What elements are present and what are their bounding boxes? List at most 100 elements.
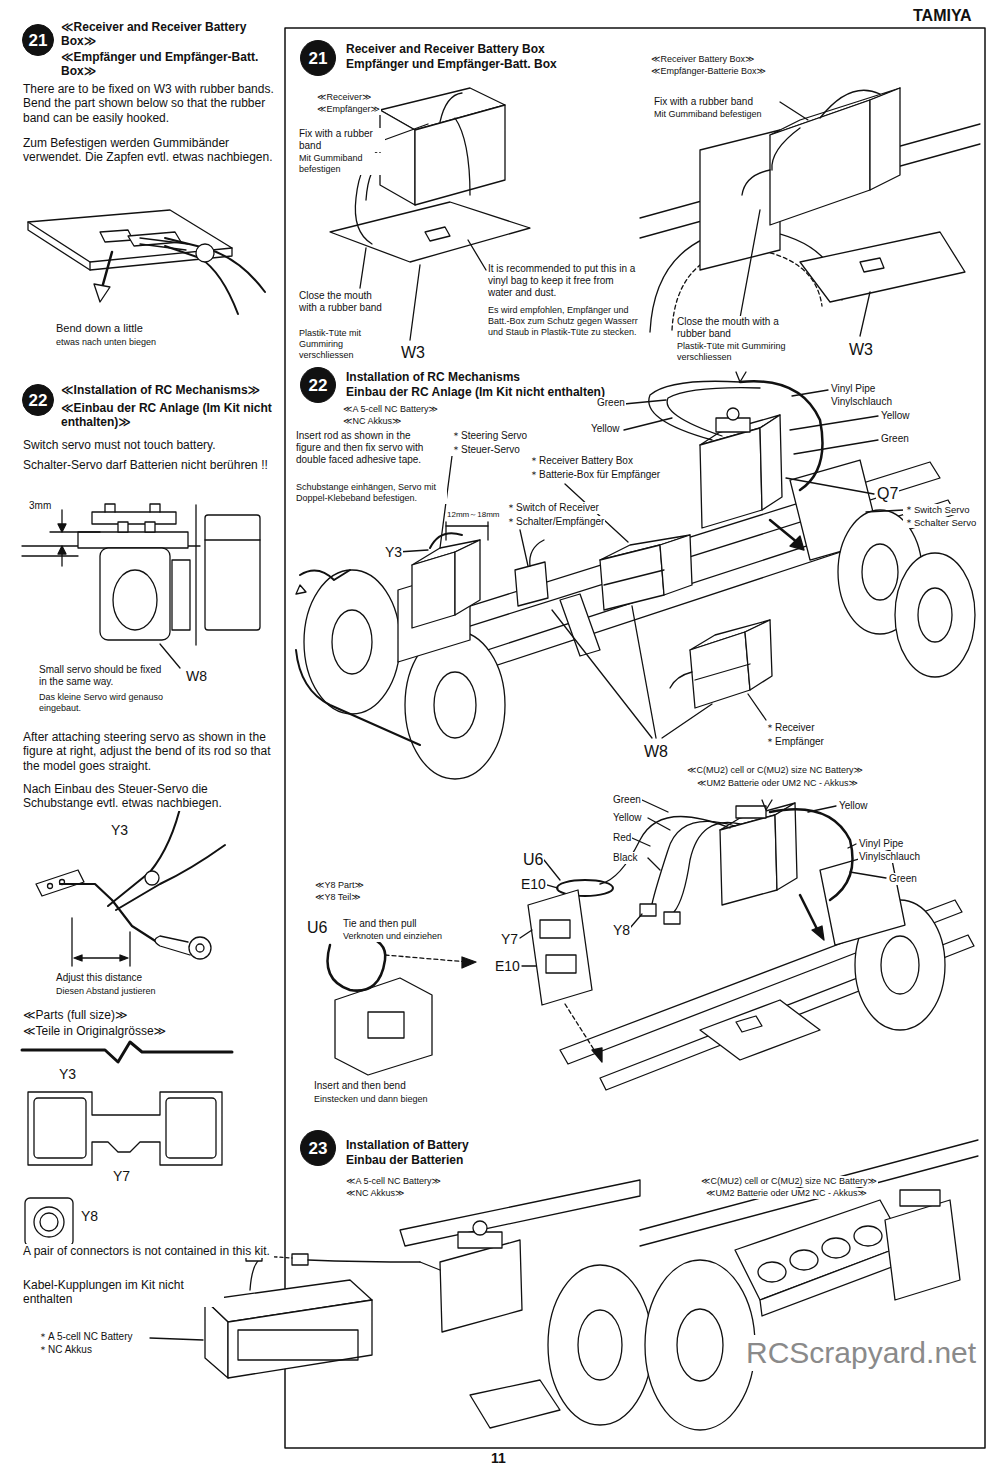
chassis-figure-nc-part — [695, 664, 750, 680]
parts-full-size-part — [22, 1042, 232, 1062]
servo-clearance-figure-part — [58, 546, 66, 554]
chassis-figure-nc-part — [455, 540, 480, 615]
receiver-figure-part — [425, 227, 450, 241]
circle-shape — [23, 25, 54, 56]
annotation-text: Verknoten und einziehen — [342, 931, 443, 942]
chassis-figure-nc-part — [487, 522, 488, 540]
servo-clearance-figure-part — [113, 570, 157, 630]
chassis-figure-nc-part — [624, 418, 672, 430]
battery-installed-nc-part — [548, 1265, 652, 1425]
annotation-text: Installation of RC Mechanisms — [345, 370, 521, 384]
part-code: W8 — [643, 742, 669, 761]
annotation-text: etwas nach unten biegen — [55, 337, 157, 348]
annotation-text: Vinylschlauch — [830, 396, 893, 408]
battery-box-figure-part — [770, 100, 870, 225]
battery-installed-nc — [400, 1180, 652, 1428]
rod-adjust-figure-part — [71, 918, 72, 966]
step-number: 22 — [29, 392, 48, 409]
servo-clearance-figure-part — [78, 532, 188, 548]
step-number: 22 — [309, 377, 328, 394]
chassis-figure-nc-part — [446, 525, 488, 526]
receiver-figure-part — [360, 248, 366, 288]
chassis-figure-dry-cell-part — [674, 823, 740, 913]
chassis-figure-nc-part — [794, 440, 878, 454]
annotation-text: ≪A 5-cell NC Battery≫ — [342, 404, 439, 415]
rod-adjust-figure-part — [189, 937, 211, 959]
battery-box-figure-part — [780, 102, 808, 120]
chassis-figure-dry-cell-part — [850, 872, 886, 878]
part-code: Y7 — [500, 931, 519, 948]
chassis-figure-nc-part — [792, 390, 828, 396]
chassis-figure-nc-part — [604, 570, 664, 585]
servo-clearance-figure-part — [92, 512, 176, 524]
chassis-figure-dry-cell-part — [528, 890, 592, 1005]
annotation-text: Schubstange einhängen, Servo mit Doppel-… — [295, 482, 447, 504]
annotation-text: Tie and then pull — [342, 918, 418, 930]
parts-full-size-part — [166, 1098, 216, 1158]
annotation-text: ≪A 5-cell NC Battery≫ — [345, 1176, 442, 1187]
servo-clearance-figure-part — [105, 504, 160, 512]
battery-box-figure-part — [772, 128, 800, 170]
chassis-figure-dry-cell — [520, 800, 974, 1090]
annotation-text: ≪Y8 Teil≫ — [314, 892, 362, 903]
annotation-text: ＊NC Akkus — [37, 1344, 93, 1356]
battery-installed-nc-part — [420, 1262, 440, 1270]
battery-installed-nc-part — [440, 1240, 522, 1332]
chassis-figure-nc-part — [690, 632, 750, 708]
chassis-figure-nc-part — [700, 428, 762, 528]
annotation-text: ≪NC Akkus≫ — [342, 416, 402, 427]
part-code: U6 — [306, 918, 328, 937]
annotation-text: Plastik-Tüte mit Gummiring verschliessen — [676, 341, 798, 363]
annotation-text: Schalter-Servo darf Batterien nicht berü… — [22, 458, 279, 472]
servo-clearance-figure-part — [195, 505, 196, 645]
chassis-figure-nc — [296, 372, 975, 779]
annotation-text: ≪C(MU2) cell or C(MU2) size NC Battery≫ — [700, 1176, 878, 1187]
part-code: E10 — [494, 958, 521, 975]
battery-box-figure-part — [700, 130, 780, 270]
chassis-figure-dry-cell-part — [700, 1000, 820, 1060]
chassis-figure-nc-part — [760, 415, 782, 510]
parts-full-size — [22, 1042, 232, 1246]
parts-full-size-part — [25, 1198, 73, 1246]
annotation-text: Receiver and Receiver Battery Box — [345, 42, 546, 56]
chassis-figure-dry-cell-part — [592, 1048, 602, 1062]
line-art — [22, 28, 985, 1448]
battery-installed-nc-part — [470, 1380, 560, 1428]
annotation-text: ≪Einbau der RC Anlage (Im Kit nicht enth… — [60, 401, 277, 430]
chassis-figure-dry-cell-part — [775, 803, 797, 890]
chassis-figure-nc-part — [520, 530, 528, 566]
battery-installed-dry-cell-part — [640, 1156, 978, 1246]
annotation-text: ≪UM2 Batterie oder UM2 NC - Akkus≫ — [705, 1188, 868, 1199]
chassis-figure-nc-part — [740, 381, 823, 490]
step-number-circle: 22 — [22, 384, 54, 416]
battery-installed-dry-cell-part — [677, 1309, 723, 1381]
annotation-text: ＊Receiver Battery Box — [528, 455, 634, 467]
annotation-text: Einbau der Batterien — [345, 1153, 464, 1167]
chassis-figure-nc-part — [895, 553, 975, 677]
annotation-text: TAMIYA — [912, 6, 973, 25]
battery-box-figure-part — [860, 292, 870, 336]
part-code: U6 — [522, 850, 544, 869]
annotation-text: ≪Receiver Battery Box≫ — [650, 54, 755, 65]
battery-box-figure-part — [740, 210, 760, 318]
page-frame — [285, 28, 985, 1448]
chassis-figure-dry-cell-part — [522, 965, 536, 966]
chassis-figure-nc-part — [660, 535, 692, 595]
battery-pack-part — [292, 1254, 308, 1265]
annotation-text: Yellow — [612, 812, 643, 824]
part-code: Y8 — [612, 922, 631, 939]
chassis-figure-nc-part — [515, 562, 548, 606]
chassis-figure-nc-part — [727, 408, 739, 420]
y8-part-figure-part — [385, 955, 468, 962]
battery-pack-part — [205, 1300, 228, 1378]
servo-clearance-figure-part — [205, 539, 260, 540]
parts-full-size-part — [34, 1207, 64, 1237]
chassis-figure-nc-part — [662, 704, 712, 738]
chassis-figure-dry-cell-part — [642, 800, 668, 812]
annotation-text: 3mm — [28, 500, 52, 512]
part-code: Q7 — [876, 484, 899, 503]
annotation-text: Insert rod as shown in the figure and th… — [295, 430, 437, 466]
bend-tab-figure-part — [28, 210, 232, 262]
y8-part-figure-part — [462, 957, 476, 968]
